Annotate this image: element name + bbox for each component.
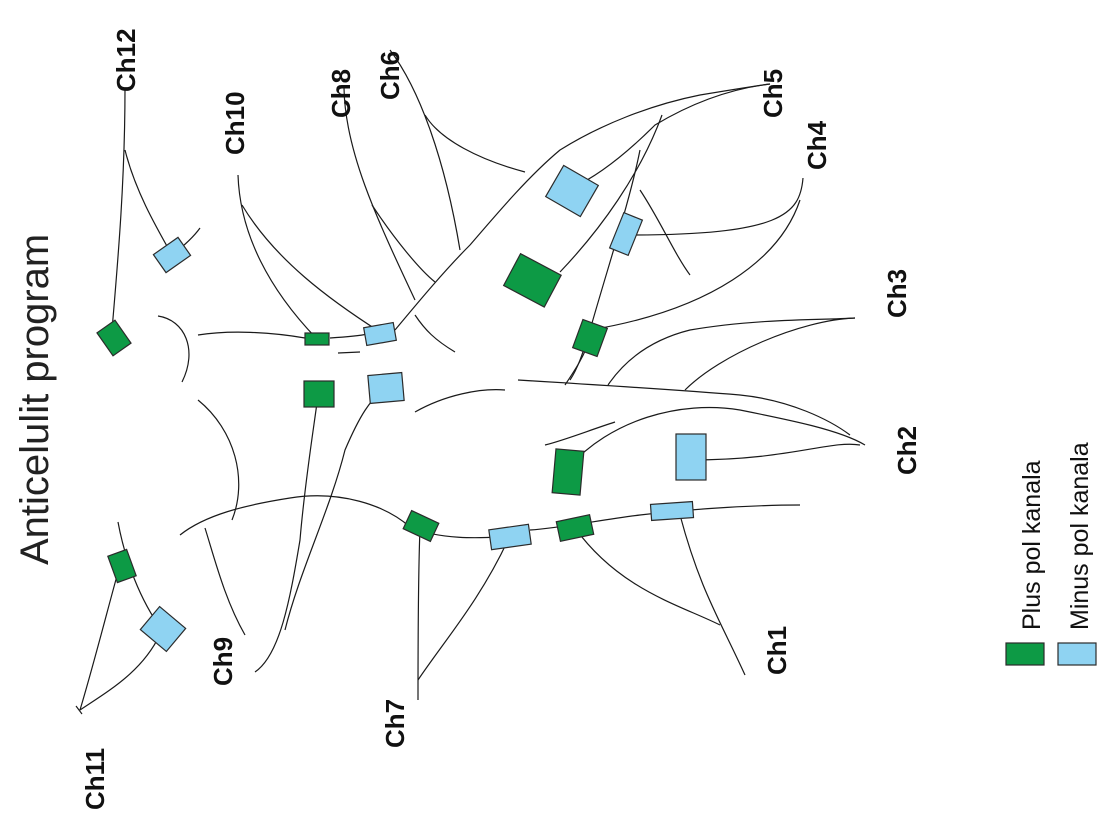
electrode-minus-ch12 <box>152 236 192 274</box>
electrode-plus-ch1 <box>555 513 595 543</box>
label-ch7: Ch7 <box>380 699 410 748</box>
electrode-plus-center <box>303 380 335 408</box>
minus-electrodes <box>139 164 707 653</box>
electrode-minus-ch1 <box>649 500 695 522</box>
electrode-plus-ch12 <box>96 319 132 357</box>
electrode-plus-ch4 <box>571 318 609 358</box>
diagram-title: Anticelulit program <box>13 234 57 565</box>
label-ch1: Ch1 <box>762 626 792 675</box>
electrode-plus-ch10 <box>304 332 330 346</box>
electrode-plus-ch11 <box>107 548 137 584</box>
label-ch5: Ch5 <box>758 69 788 118</box>
legend-swatch-minus <box>1057 642 1097 666</box>
legend-label-minus: Minus pol kanala <box>1066 442 1094 630</box>
label-ch10: Ch10 <box>220 91 250 155</box>
electrode-minus-ch2 <box>675 433 707 481</box>
label-ch4: Ch4 <box>802 120 832 170</box>
label-ch9: Ch9 <box>208 637 238 686</box>
electrode-minus-ch4 <box>608 211 644 257</box>
electrode-plus-ch7 <box>402 509 440 543</box>
label-ch12: Ch12 <box>111 28 141 92</box>
channel-labels: Ch12 Ch10 Ch8 Ch6 Ch5 Ch4 Ch3 Ch2 Ch1 Ch… <box>80 28 922 810</box>
electrode-minus-ch11 <box>139 605 187 653</box>
label-ch6: Ch6 <box>375 51 405 100</box>
electrode-plus-ch2 <box>551 448 585 496</box>
label-ch8: Ch8 <box>326 69 356 118</box>
electrode-minus-ch7 <box>488 523 532 551</box>
label-ch3: Ch3 <box>882 269 912 318</box>
electrode-minus-ch5 <box>544 164 600 218</box>
label-ch2: Ch2 <box>892 426 922 475</box>
plus-electrodes <box>96 252 609 584</box>
body-outline <box>157 83 856 539</box>
wires <box>75 49 866 715</box>
electrode-minus-center <box>367 371 405 405</box>
label-ch11: Ch11 <box>80 748 110 810</box>
legend: Plus pol kanala Minus pol kanala <box>1005 442 1097 666</box>
legend-label-plus: Plus pol kanala <box>1018 460 1046 630</box>
legend-swatch-plus <box>1005 642 1045 666</box>
electrode-plus-ch5 <box>502 252 562 308</box>
electrode-minus-ch10 <box>362 321 398 347</box>
